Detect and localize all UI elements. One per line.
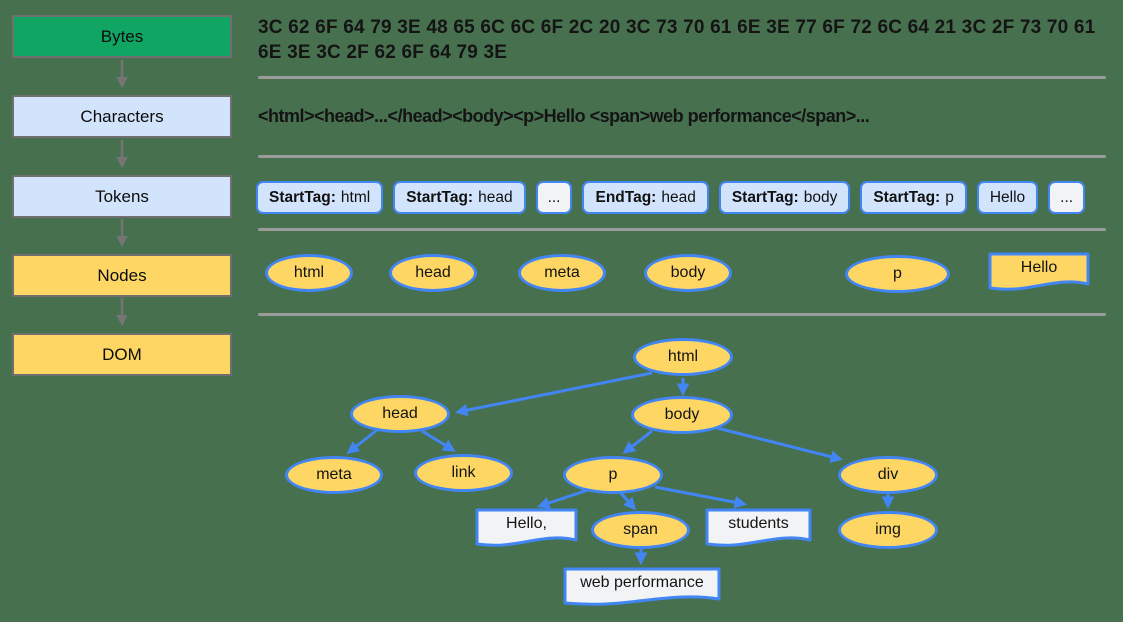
token-value: html: [340, 188, 371, 206]
token-type-label: StartTag:: [406, 188, 474, 206]
node-hello: Hello: [988, 252, 1090, 291]
token-box-html: StartTag:html: [256, 181, 384, 214]
token-box-head: StartTag:head: [393, 181, 526, 214]
stage-nodes: Nodes: [12, 254, 232, 297]
separator-line: [258, 76, 1106, 79]
token-type-label: StartTag:: [731, 188, 799, 206]
stage-tokens: Tokens: [12, 175, 232, 218]
tree-edge-p-students: [654, 485, 748, 509]
tree-edge-html-head: [454, 371, 653, 417]
tree-node-webperf-label: web performance: [580, 574, 704, 591]
token-value: ...: [547, 188, 561, 206]
stage-characters: Characters: [12, 95, 232, 138]
node-p: p: [845, 255, 950, 293]
token-box-Hello: Hello: [976, 181, 1039, 214]
node-head: head: [389, 254, 477, 292]
tree-node-webperf: web performance: [563, 567, 721, 606]
characters-text: <html><head>...</head><body><p>Hello <sp…: [258, 106, 870, 126]
tree-node-p: p: [563, 456, 663, 494]
tree-node-head: head: [350, 395, 450, 433]
token-box-ellipsis: ...: [1048, 181, 1086, 214]
tree-edge-p-hello: [537, 488, 589, 509]
node-meta: meta: [518, 254, 606, 292]
bytes-hex-text: 3C 62 6F 64 79 3E 48 65 6C 6C 6F 2C 20 3…: [258, 15, 1095, 65]
tree-node-hello: Hello,: [475, 508, 578, 547]
tree-edge-head-meta: [346, 428, 378, 454]
tree-node-html: html: [633, 338, 733, 376]
token-box-p: StartTag:p: [860, 181, 967, 214]
separator-line: [258, 155, 1106, 158]
tree-node-div: div: [838, 456, 938, 494]
tree-node-students: students: [705, 508, 812, 547]
stage-bytes: Bytes: [12, 15, 232, 58]
tree-edge-body-div: [716, 426, 844, 463]
tree-node-span: span: [591, 511, 690, 549]
token-value: p: [945, 188, 954, 206]
stage-dom: DOM: [12, 333, 232, 376]
token-value: ...: [1060, 188, 1074, 206]
tree-edge-head-link: [421, 429, 456, 452]
separator-line: [258, 313, 1106, 316]
token-type-label: StartTag:: [269, 188, 336, 206]
token-box-head: EndTag:head: [582, 181, 709, 214]
separator-line: [258, 228, 1106, 231]
token-type-label: StartTag:: [873, 188, 941, 206]
node-hello-label: Hello: [1020, 259, 1058, 276]
token-box-ellipsis: ...: [535, 181, 573, 214]
tree-node-meta: meta: [285, 456, 383, 494]
tree-node-body: body: [631, 396, 733, 434]
node-body: body: [644, 254, 732, 292]
token-value: head: [661, 188, 696, 206]
token-box-body: StartTag:body: [718, 181, 851, 214]
token-value: head: [478, 188, 513, 206]
tree-node-img: img: [838, 511, 938, 549]
tree-node-hello-label: Hello,: [506, 515, 547, 532]
tree-edge-p-span: [618, 491, 637, 511]
token-type-label: EndTag:: [595, 188, 657, 206]
token-value: body: [803, 188, 838, 206]
bytes-hex-line-2: 6E 3E 3C 2F 62 6F 64 79 3E: [258, 42, 508, 63]
tree-node-link: link: [414, 454, 513, 492]
tree-node-students-label: students: [728, 515, 789, 532]
tree-edge-body-p: [622, 429, 653, 454]
bytes-hex-line-1: 3C 62 6F 64 79 3E 48 65 6C 6C 6F 2C 20 3…: [258, 17, 1096, 38]
node-html: html: [265, 254, 353, 292]
token-value: Hello: [989, 188, 1026, 206]
